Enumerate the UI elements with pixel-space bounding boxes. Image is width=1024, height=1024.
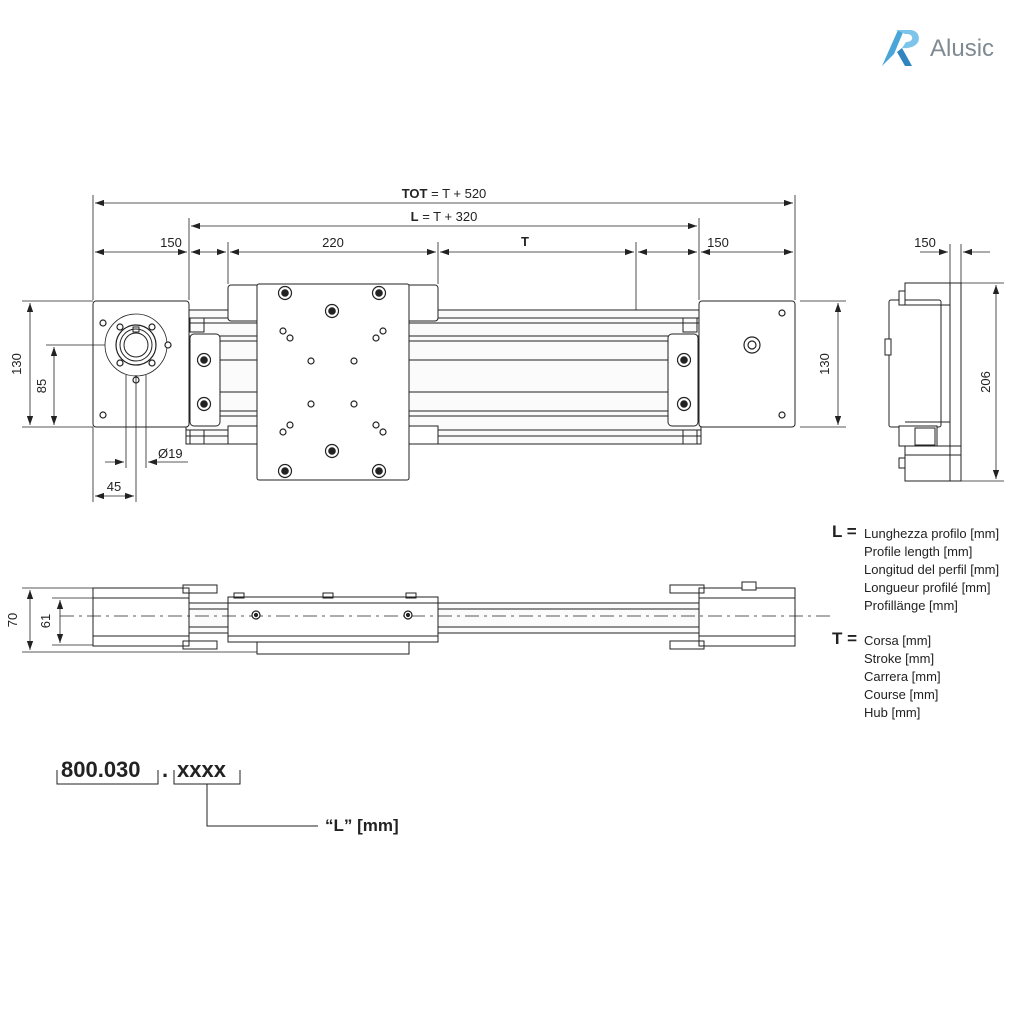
legend-line: Profillänge [mm] xyxy=(864,598,958,613)
dim-tot: TOT = T + 520 xyxy=(402,186,487,201)
screw-head xyxy=(328,307,336,315)
hole-icon xyxy=(307,400,315,408)
screw-head xyxy=(680,356,688,364)
dim-front-overall: 70 xyxy=(5,613,20,627)
legend-line: Longitud del perfil [mm] xyxy=(864,562,1000,577)
legend-line: Lunghezza profilo [mm] xyxy=(864,526,1000,541)
screw-head xyxy=(200,356,208,364)
screw-head xyxy=(328,447,336,455)
legend-l: L = Lunghezza profilo [mm] Profile lengt… xyxy=(832,522,1022,617)
hole-icon xyxy=(778,309,786,317)
dim-side-height: 206 xyxy=(978,371,993,393)
legend-line: Longueur profilé [mm] xyxy=(864,580,991,595)
hole-icon xyxy=(99,411,107,419)
hole-icon xyxy=(279,327,287,335)
screw-head xyxy=(375,289,383,297)
front-view xyxy=(60,581,830,655)
hole-icon xyxy=(350,400,358,408)
hole-icon xyxy=(379,428,387,436)
legend-line: Corsa [mm] xyxy=(864,633,932,648)
legend-line: Course [mm] xyxy=(864,687,939,702)
screw-head xyxy=(200,400,208,408)
dim-shaft-height: 85 xyxy=(34,379,49,393)
hole-icon xyxy=(778,411,786,419)
brand-name: Alusic xyxy=(930,35,995,62)
hole-icon xyxy=(148,323,156,331)
mounting-screws xyxy=(99,285,786,479)
order-code-separator: . xyxy=(162,757,169,782)
dim-carriage: 220 xyxy=(322,235,344,250)
hole-icon xyxy=(279,428,287,436)
order-code-variable-label: “L” [mm] xyxy=(325,816,399,835)
dim-height-left: 130 xyxy=(9,353,24,375)
dim-stroke: T xyxy=(521,234,529,249)
legend-line: Profile length [mm] xyxy=(864,544,973,559)
dim-right-end: 150 xyxy=(707,235,729,250)
hole-icon xyxy=(286,334,294,342)
screw-head xyxy=(375,467,383,475)
hole-icon xyxy=(286,421,294,429)
hole-icon xyxy=(372,421,380,429)
brand-logo: Alusic xyxy=(880,26,1010,70)
alusic-logo-icon xyxy=(882,30,919,66)
order-code-base: 800.030 xyxy=(61,757,141,782)
dimension-labels: TOT = T + 520 L = T + 320 150 220 T 150 … xyxy=(5,186,993,628)
dimension-lines xyxy=(22,195,1004,827)
hole-icon xyxy=(372,334,380,342)
legend-t: T = Corsa [mm] Stroke [mm] Carrera [mm] … xyxy=(832,629,1022,724)
hole-icon xyxy=(116,359,124,367)
dim-front-profile: 61 xyxy=(38,614,53,628)
order-code-variable: xxxx xyxy=(177,757,226,782)
hole-icon xyxy=(164,341,172,349)
front-carriage xyxy=(227,596,439,643)
right-end-head xyxy=(698,300,796,428)
carriage-plate xyxy=(256,283,410,481)
screw-head xyxy=(680,400,688,408)
top-view xyxy=(92,283,796,481)
screw-head xyxy=(281,289,289,297)
legend-key: T = xyxy=(832,629,858,648)
hex-bolt-core xyxy=(747,340,757,350)
legend-key: L = xyxy=(832,522,857,541)
dim-shaft-diameter: Ø19 xyxy=(158,446,183,461)
dim-side-width: 150 xyxy=(914,235,936,250)
hole-icon xyxy=(116,323,124,331)
hole-icon xyxy=(148,359,156,367)
dim-left-end: 150 xyxy=(160,235,182,250)
hole-icon xyxy=(350,357,358,365)
side-view xyxy=(884,282,962,482)
hole-icon xyxy=(99,319,107,327)
legend-line: Stroke [mm] xyxy=(864,651,935,666)
hole-icon xyxy=(379,327,387,335)
legend-line: Carrera [mm] xyxy=(864,669,941,684)
dim-shaft-offset: 45 xyxy=(107,479,121,494)
legend-line: Hub [mm] xyxy=(864,705,921,720)
dim-l: L = T + 320 xyxy=(411,209,478,224)
dim-height-right: 130 xyxy=(817,353,832,375)
hole-icon xyxy=(307,357,315,365)
screw-head xyxy=(281,467,289,475)
